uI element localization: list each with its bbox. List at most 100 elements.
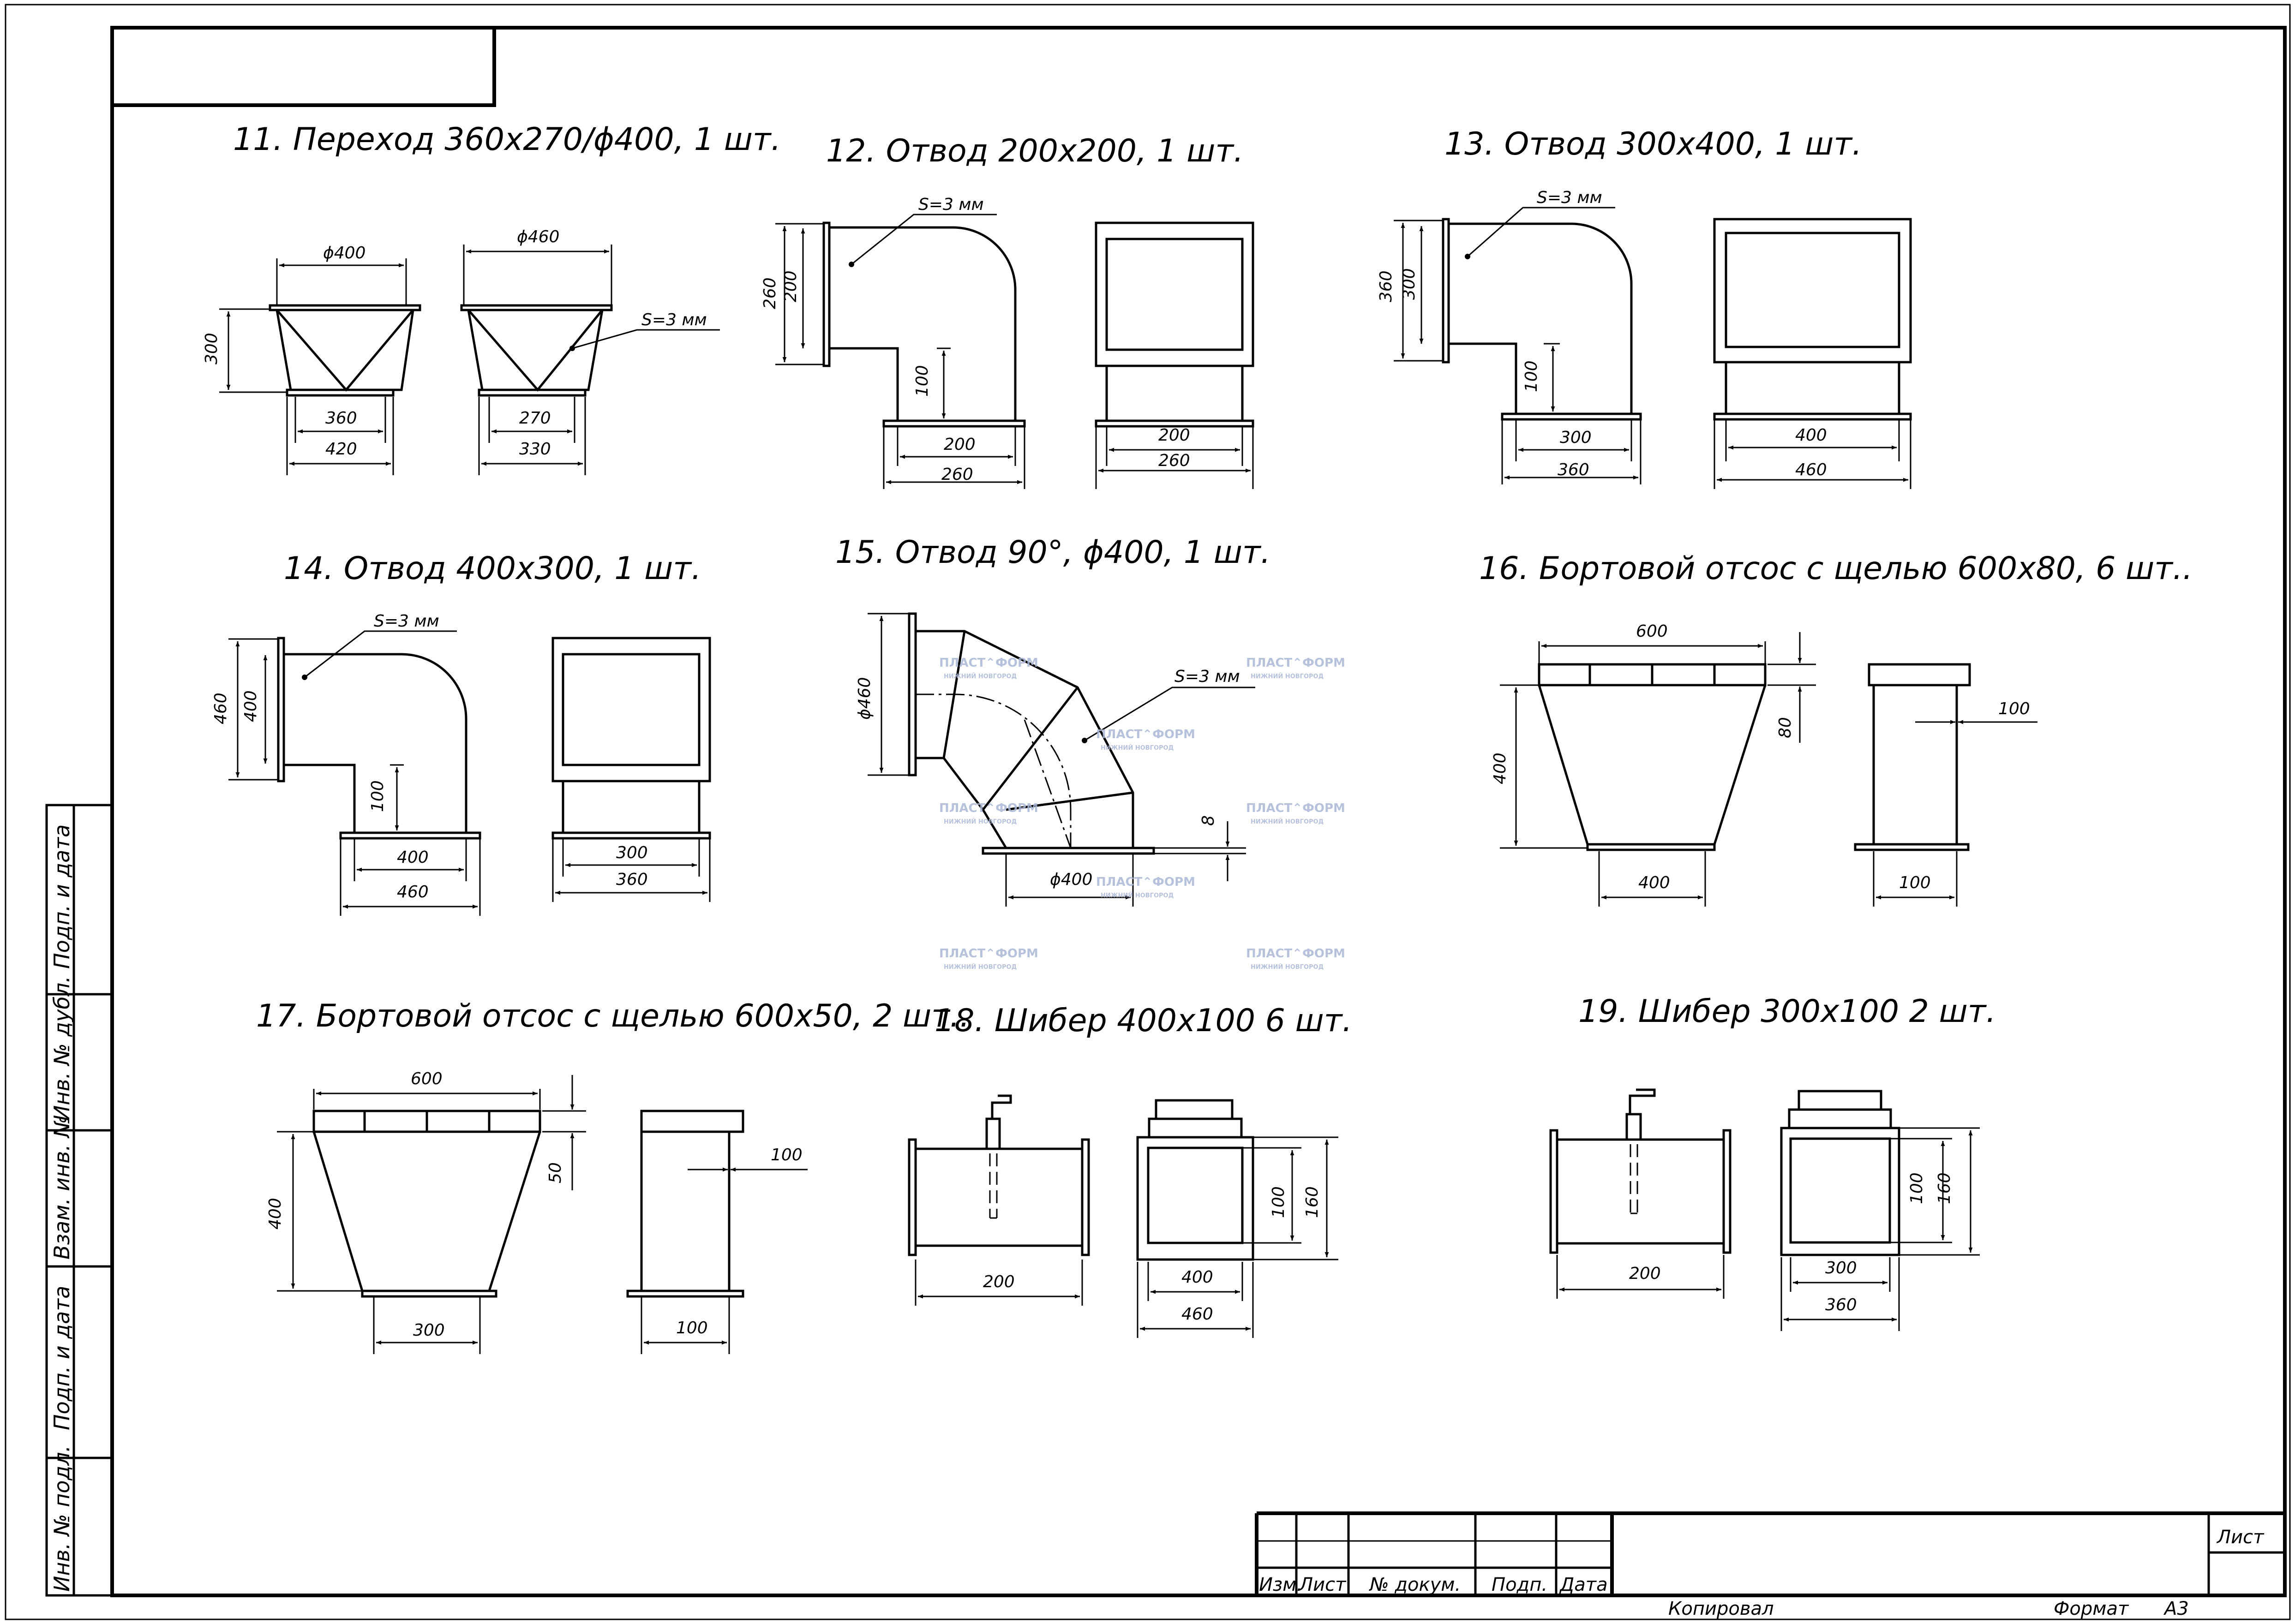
- svg-text:ПЛАСТ⌃ФОРМ: ПЛАСТ⌃ФОРМ: [939, 801, 1038, 815]
- dim-11-b2: 270: [519, 409, 551, 428]
- svg-text:ПЛАСТ⌃ФОРМ: ПЛАСТ⌃ФОРМ: [1246, 801, 1345, 815]
- dim-15-w: ϕ400: [1050, 870, 1092, 889]
- watermark-4: ПЛАСТ⌃ФОРМ НИЖНИЙ НОВГОРОД: [939, 801, 1038, 825]
- title-16: 16. Бортовой отсос с щелью 600х80, 6 шт.…: [1479, 550, 2193, 587]
- part-18-damper: 200 100 160 400 460: [908, 1094, 1338, 1338]
- dim-11-top1: ϕ400: [323, 244, 366, 263]
- stamp-ndoc: № докум.: [1369, 1574, 1461, 1595]
- stamp-format: Формат: [2054, 1598, 2129, 1619]
- dim-13-leg: 100: [1522, 360, 1541, 392]
- dim-16-b: 400: [1638, 873, 1670, 892]
- part-12-elbow: 260 200 100 200 260 200 260 S=3 мм: [761, 195, 1254, 489]
- dim-16-h: 400: [1491, 752, 1510, 784]
- dim-16-slot: 80: [1776, 717, 1795, 738]
- dim-14-w-out: 460: [397, 883, 429, 902]
- dim-19-h-in: 100: [1907, 1172, 1926, 1204]
- svg-text:НИЖНИЙ НОВГОРОД: НИЖНИЙ НОВГОРОД: [1251, 673, 1324, 680]
- dim-13-w-out: 360: [1558, 460, 1589, 479]
- svg-text:НИЖНИЙ НОВГОРОД: НИЖНИЙ НОВГОРОД: [944, 673, 1017, 680]
- title-11: 11. Переход 360х270/ϕ400, 1 шт.: [233, 121, 781, 158]
- svg-text:ПЛАСТ⌃ФОРМ: ПЛАСТ⌃ФОРМ: [939, 947, 1038, 961]
- dim-12-h-out: 260: [761, 277, 779, 309]
- svg-text:НИЖНИЙ НОВГОРОД: НИЖНИЙ НОВГОРОД: [944, 818, 1017, 825]
- dim-14-fw-out: 360: [616, 870, 648, 889]
- title-12: 12. Отвод 200х200, 1 шт.: [826, 133, 1244, 169]
- dim-17-b: 300: [413, 1321, 445, 1340]
- dim-11-s: S=3 мм: [641, 310, 707, 329]
- dim-16-side-b: 100: [1899, 873, 1931, 892]
- svg-text:ПЛАСТ⌃ФОРМ: ПЛАСТ⌃ФОРМ: [1096, 875, 1195, 889]
- dim-13-w-in: 300: [1560, 428, 1592, 447]
- dim-11-b2o: 330: [519, 440, 551, 459]
- dim-11-b1: 360: [325, 409, 357, 428]
- side-label-replace-inv: Взам. инв. №: [49, 1116, 74, 1260]
- watermark-7: ПЛАСТ⌃ФОРМ НИЖНИЙ НОВГОРОД: [939, 947, 1038, 971]
- dim-11-b1o: 420: [325, 440, 357, 459]
- dim-14-fw-in: 300: [616, 843, 648, 862]
- side-label-sign-date-1: Подп. и дата: [49, 824, 74, 969]
- watermarks: ПЛАСТ⌃ФОРМ НИЖНИЙ НОВГОРОД ПЛАСТ⌃ФОРМ НИЖН…: [939, 656, 1345, 971]
- dim-12-fw-out: 260: [1158, 451, 1190, 470]
- svg-text:ПЛАСТ⌃ФОРМ: ПЛАСТ⌃ФОРМ: [1246, 656, 1345, 670]
- title-15: 15. Отвод 90°, ϕ400, 1 шт.: [835, 534, 1270, 571]
- dim-12-leg: 100: [913, 365, 932, 397]
- dim-19-len: 200: [1629, 1264, 1661, 1283]
- watermark-5: ПЛАСТ⌃ФОРМ НИЖНИЙ НОВГОРОД: [1246, 801, 1345, 825]
- dim-17-h: 400: [266, 1198, 285, 1230]
- dim-14-leg: 100: [368, 780, 387, 812]
- title-17: 17. Бортовой отсос с щелью 600х50, 2 шт.…: [256, 998, 970, 1034]
- stamp-podp: Подп.: [1492, 1574, 1547, 1595]
- title-13: 13. Отвод 300х400, 1 шт.: [1444, 126, 1862, 162]
- dim-12-h-in: 200: [781, 270, 800, 302]
- dim-16-w: 600: [1636, 622, 1668, 641]
- dim-13-h-out: 360: [1377, 270, 1396, 302]
- dim-13-fw-in: 400: [1795, 426, 1827, 445]
- dim-14-h-out: 460: [211, 693, 230, 724]
- watermark-6: ПЛАСТ⌃ФОРМ НИЖНИЙ НОВГОРОД: [1096, 875, 1195, 899]
- dim-15-dia: ϕ460: [855, 677, 874, 720]
- dim-14-w-in: 400: [397, 848, 429, 867]
- part-15-round-elbow: ϕ460 8 ϕ400 S=3 мм: [855, 612, 1255, 907]
- dim-17-w: 600: [411, 1069, 443, 1088]
- stamp-list-right: Лист: [2216, 1527, 2265, 1548]
- dim-18-len: 200: [983, 1272, 1015, 1291]
- part-13-elbow: 360 300 100 300 360 400 460 S=3 мм: [1377, 188, 1912, 489]
- dim-17-slot: 50: [546, 1162, 565, 1183]
- dim-17-side-w: 100: [771, 1146, 803, 1164]
- side-label-sign-date-2: Подп. и дата: [49, 1286, 74, 1430]
- dim-13-h-in: 300: [1400, 268, 1419, 300]
- watermark-2: ПЛАСТ⌃ФОРМ НИЖНИЙ НОВГОРОД: [1246, 656, 1345, 680]
- dim-19-w-in: 300: [1825, 1259, 1857, 1278]
- part-17-side-suction: 600 400 50 300 100 100: [266, 1069, 808, 1354]
- svg-text:НИЖНИЙ НОВГОРОД: НИЖНИЙ НОВГОРОД: [1101, 892, 1174, 899]
- dim-16-side-w: 100: [1998, 699, 2030, 718]
- part-16-side-suction: 600 400 80 400 100 100: [1491, 622, 2037, 907]
- svg-text:НИЖНИЙ НОВГОРОД: НИЖНИЙ НОВГОРОД: [944, 963, 1017, 971]
- dim-12-w-out: 260: [941, 465, 973, 484]
- side-strip: Подп. и дата Инв. № дубл. Взам. инв. № П…: [45, 804, 114, 1597]
- dim-18-h-in: 100: [1269, 1186, 1288, 1218]
- dim-14-s: S=3 мм: [374, 612, 439, 631]
- part-19-damper: 200 100 160 300 360: [1549, 1088, 1980, 1331]
- side-label-dup-inv: Инв. № дубл.: [49, 976, 74, 1121]
- stamp-data: Дата: [1559, 1574, 1608, 1595]
- svg-text:НИЖНИЙ НОВГОРОД: НИЖНИЙ НОВГОРОД: [1251, 963, 1324, 971]
- dim-12-fw-in: 200: [1158, 426, 1190, 445]
- part-14-elbow: 460 400 100 400 460 300 360 S=3 мм: [211, 612, 711, 916]
- dim-12-s: S=3 мм: [918, 195, 984, 214]
- title-14: 14. Отвод 400х300, 1 шт.: [284, 550, 701, 587]
- dim-18-h-out: 160: [1303, 1186, 1322, 1218]
- stamp-izm: Изм.: [1259, 1574, 1302, 1595]
- dim-13-s: S=3 мм: [1537, 188, 1602, 207]
- dim-18-w-in: 400: [1181, 1268, 1213, 1287]
- dim-19-w-out: 360: [1825, 1296, 1857, 1314]
- svg-text:ПЛАСТ⌃ФОРМ: ПЛАСТ⌃ФОРМ: [939, 656, 1038, 670]
- svg-text:НИЖНИЙ НОВГОРОД: НИЖНИЙ НОВГОРОД: [1251, 818, 1324, 825]
- watermark-1: ПЛАСТ⌃ФОРМ НИЖНИЙ НОВГОРОД: [939, 656, 1038, 680]
- dim-15-t: 8: [1199, 815, 1218, 826]
- stamp-list: Лист: [1298, 1574, 1347, 1595]
- stamp-kopiroval: Копировал: [1668, 1598, 1774, 1619]
